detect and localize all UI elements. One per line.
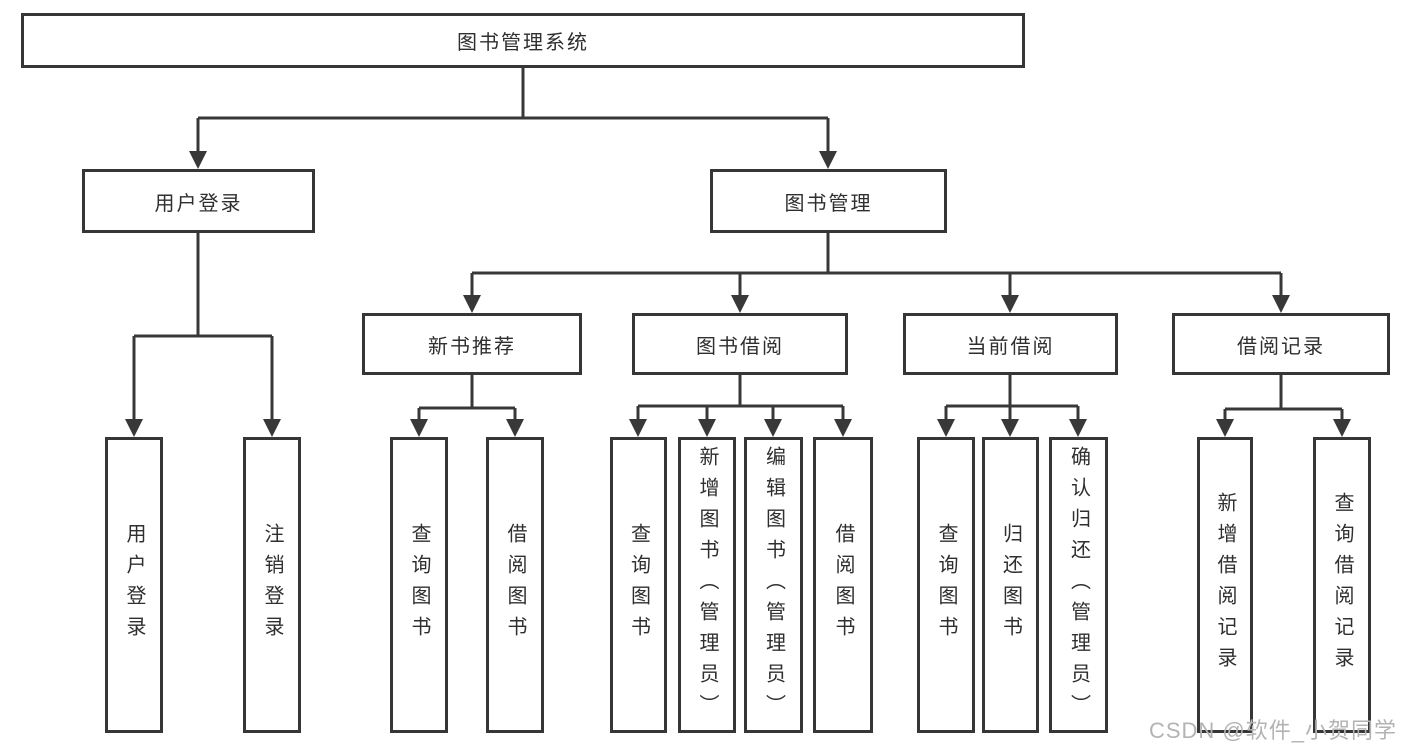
leaf-logout: 注销登录 [243,437,301,733]
leaf-records-query-record: 查询借阅记录 [1313,437,1371,733]
watermark: CSDN @软件_小贺同学 [1148,718,1397,743]
node-new-book-recommend: 新书推荐 [362,313,582,375]
leaf-user-login: 用户登录 [105,437,163,733]
leaf-borrow-edit-books-admin: 编辑图书（管理员） [744,437,803,733]
node-borrow-records: 借阅记录 [1172,313,1390,375]
node-current-borrow: 当前借阅 [903,313,1118,375]
node-book-borrow: 图书借阅 [632,313,848,375]
leaf-records-add-record: 新增借阅记录 [1197,437,1253,733]
leaf-current-return-books: 归还图书 [982,437,1039,733]
leaf-current-query-books: 查询图书 [917,437,975,733]
leaf-borrow-add-books-admin: 新增图书（管理员） [678,437,736,733]
node-user-login-branch: 用户登录 [82,169,315,233]
leaf-borrow-borrow-books: 借阅图书 [813,437,873,733]
node-book-management-branch: 图书管理 [710,169,947,233]
leaf-current-confirm-return-admin: 确认归还（管理员） [1049,437,1108,733]
leaf-recommend-borrow-books: 借阅图书 [486,437,544,733]
leaf-borrow-query-books: 查询图书 [610,437,667,733]
node-root-system: 图书管理系统 [21,13,1025,68]
leaf-recommend-query-books: 查询图书 [390,437,448,733]
